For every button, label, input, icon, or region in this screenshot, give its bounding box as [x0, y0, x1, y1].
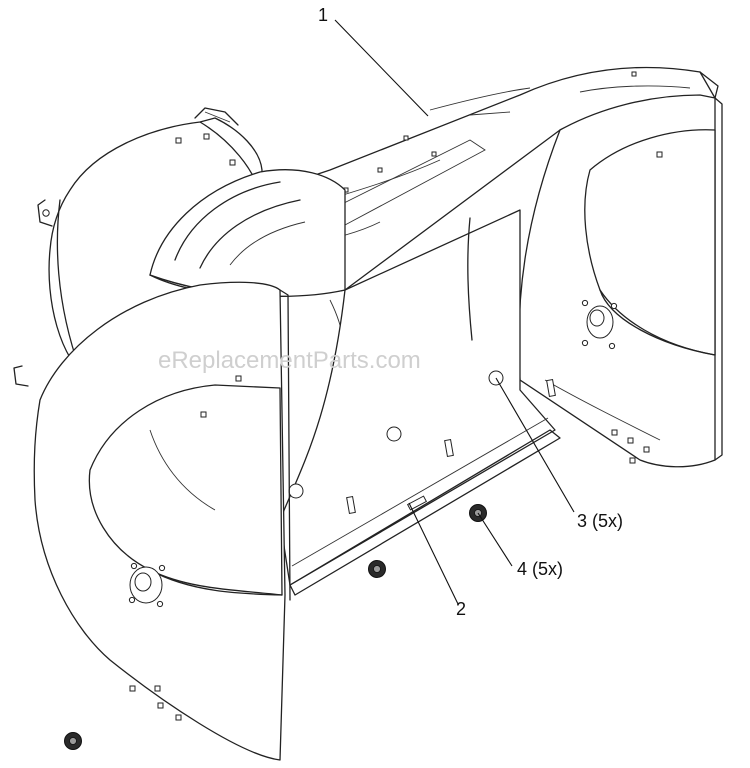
callout-leaders: [334, 19, 575, 605]
callout-1: 1: [318, 5, 328, 25]
callout-2: 2: [456, 599, 466, 619]
right-side-plate: [518, 94, 723, 468]
callout-4: 4 (5x): [517, 559, 563, 579]
left-side-plate: [33, 281, 291, 761]
watermark-text: eReplacementParts.com: [158, 347, 421, 374]
callout-3: 3 (5x): [577, 511, 623, 531]
housing-back-wall: [279, 209, 561, 596]
